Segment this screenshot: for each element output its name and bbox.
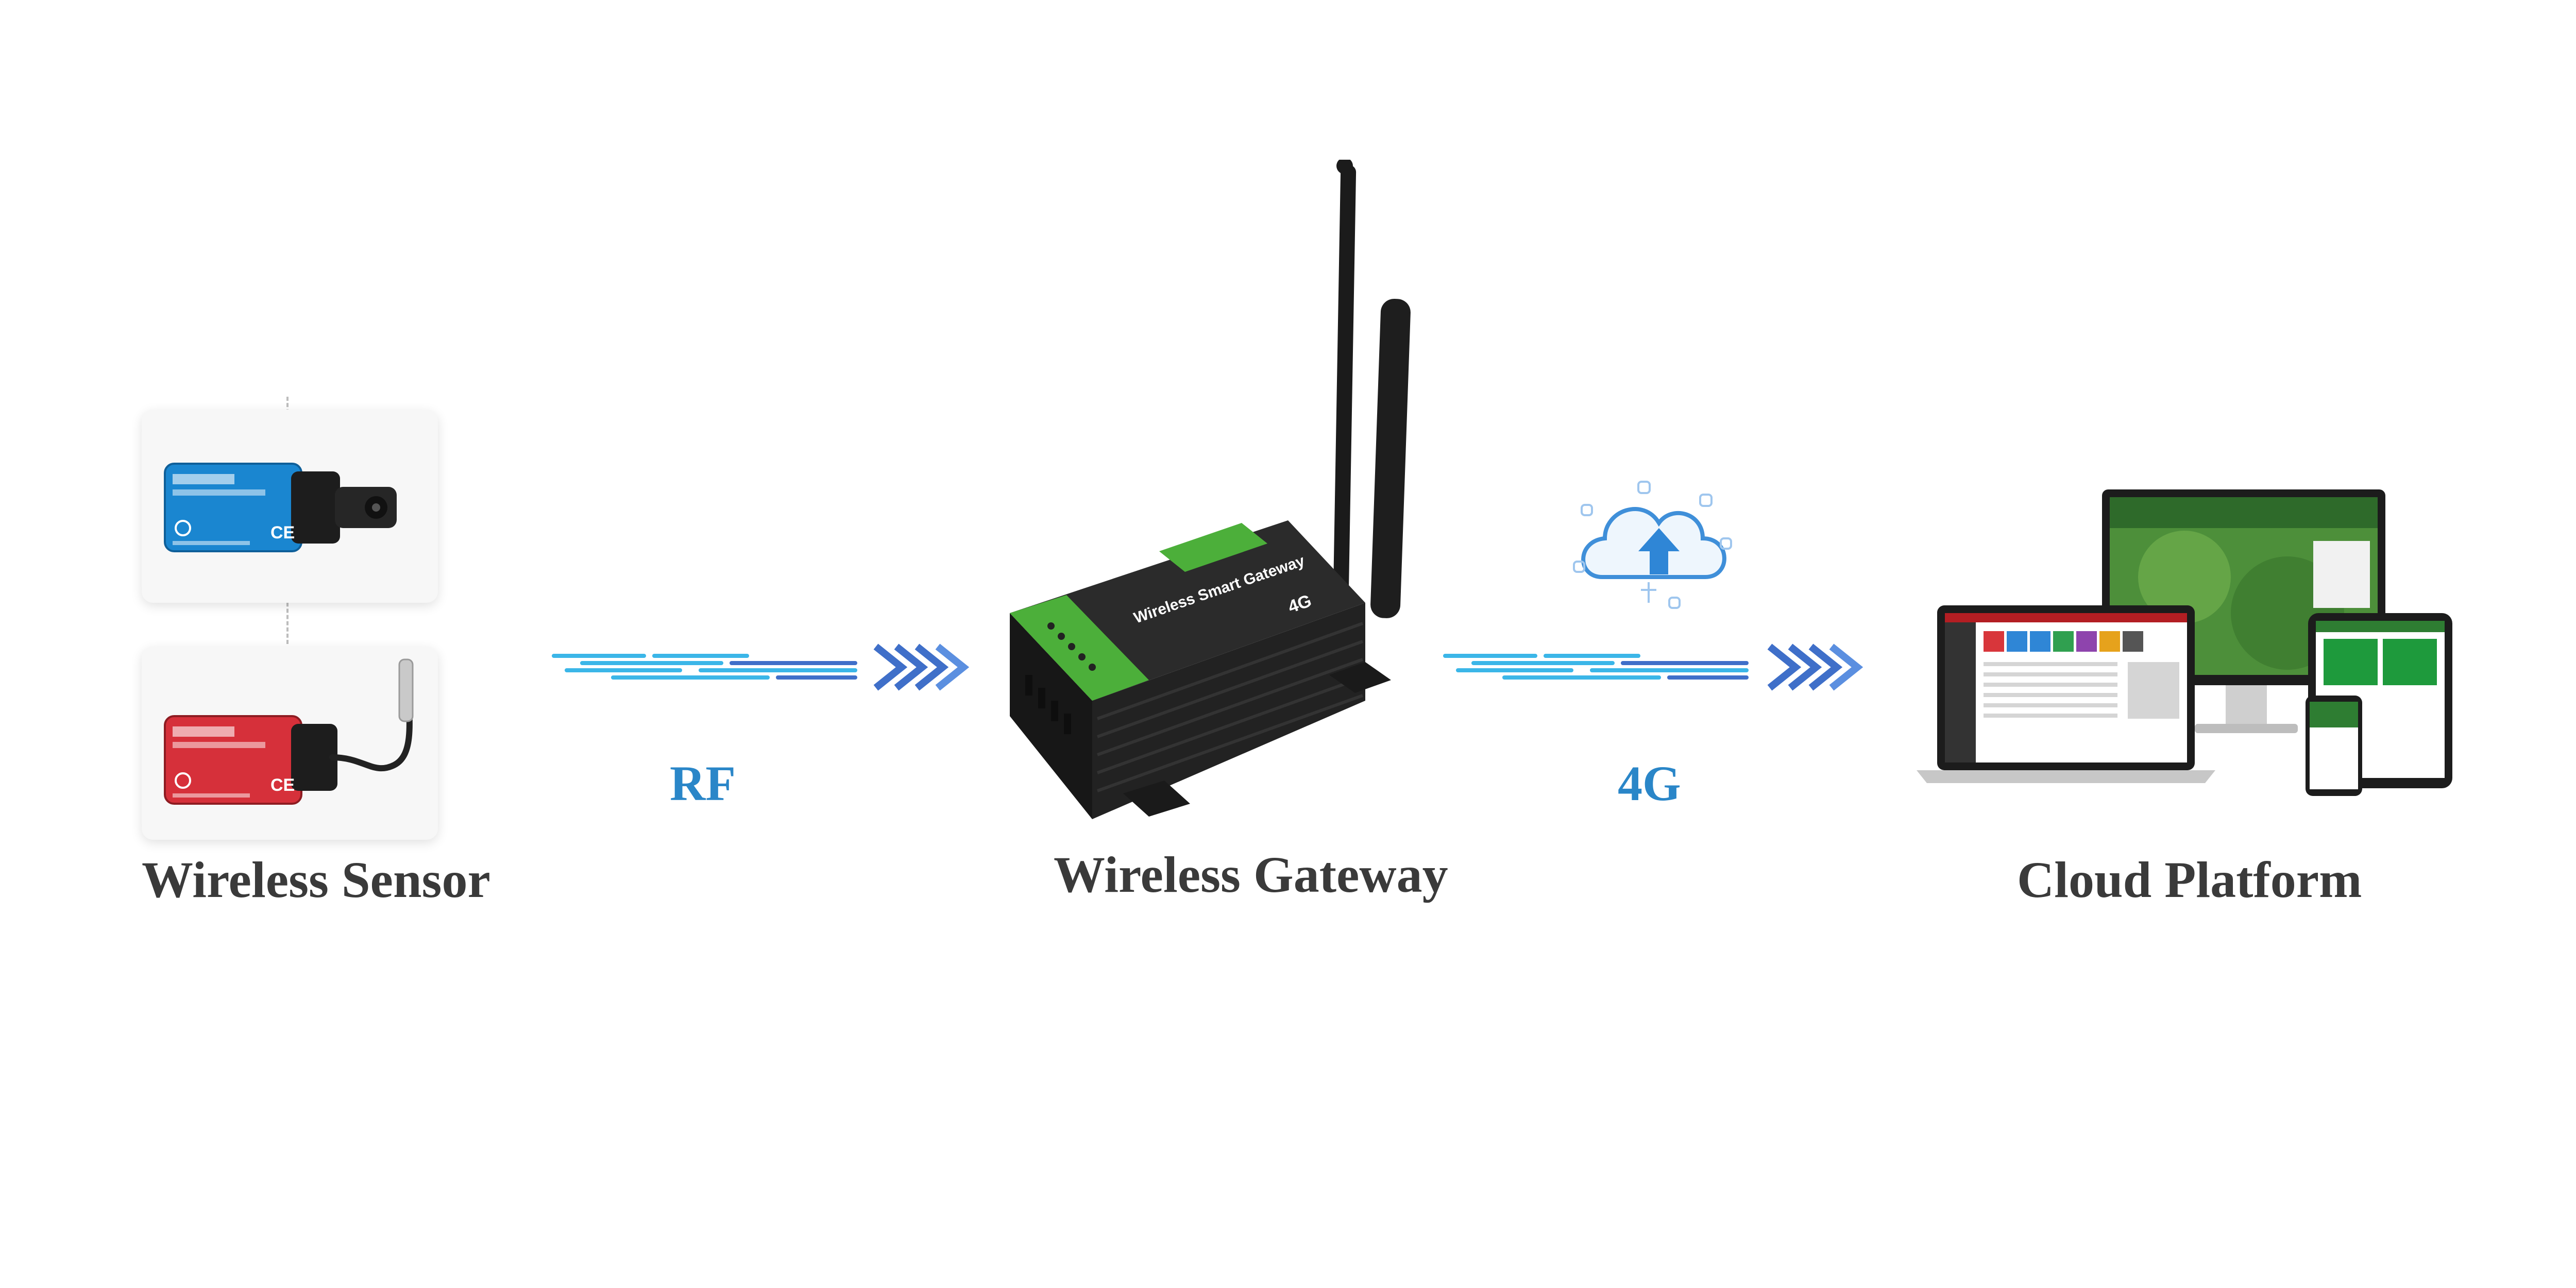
rf-signal-lines bbox=[552, 643, 970, 691]
rf-label: RF bbox=[670, 756, 736, 811]
blue-sensor-image: CE bbox=[164, 463, 397, 552]
cloud-label: Cloud Platform bbox=[2017, 851, 2362, 908]
gateway-label: Wireless Gateway bbox=[1054, 846, 1448, 903]
sensor-label: Wireless Sensor bbox=[142, 851, 490, 908]
rf-chevrons bbox=[873, 643, 970, 691]
4g-chevrons bbox=[1767, 643, 1863, 691]
svg-text:CE: CE bbox=[270, 523, 295, 543]
4g-label: 4G bbox=[1618, 756, 1681, 811]
red-sensor-card: CE bbox=[142, 647, 438, 840]
blue-sensor-card: CE bbox=[142, 410, 438, 603]
cloud-upload-icon bbox=[1573, 481, 1732, 609]
svg-text:CE: CE bbox=[270, 775, 295, 795]
gateway-device-image: Wireless Smart Gateway 4G bbox=[1010, 160, 1411, 819]
4g-signal-lines bbox=[1443, 643, 1863, 691]
red-sensor-image: CE bbox=[164, 658, 414, 805]
cloud-devices-image bbox=[1917, 489, 2452, 796]
